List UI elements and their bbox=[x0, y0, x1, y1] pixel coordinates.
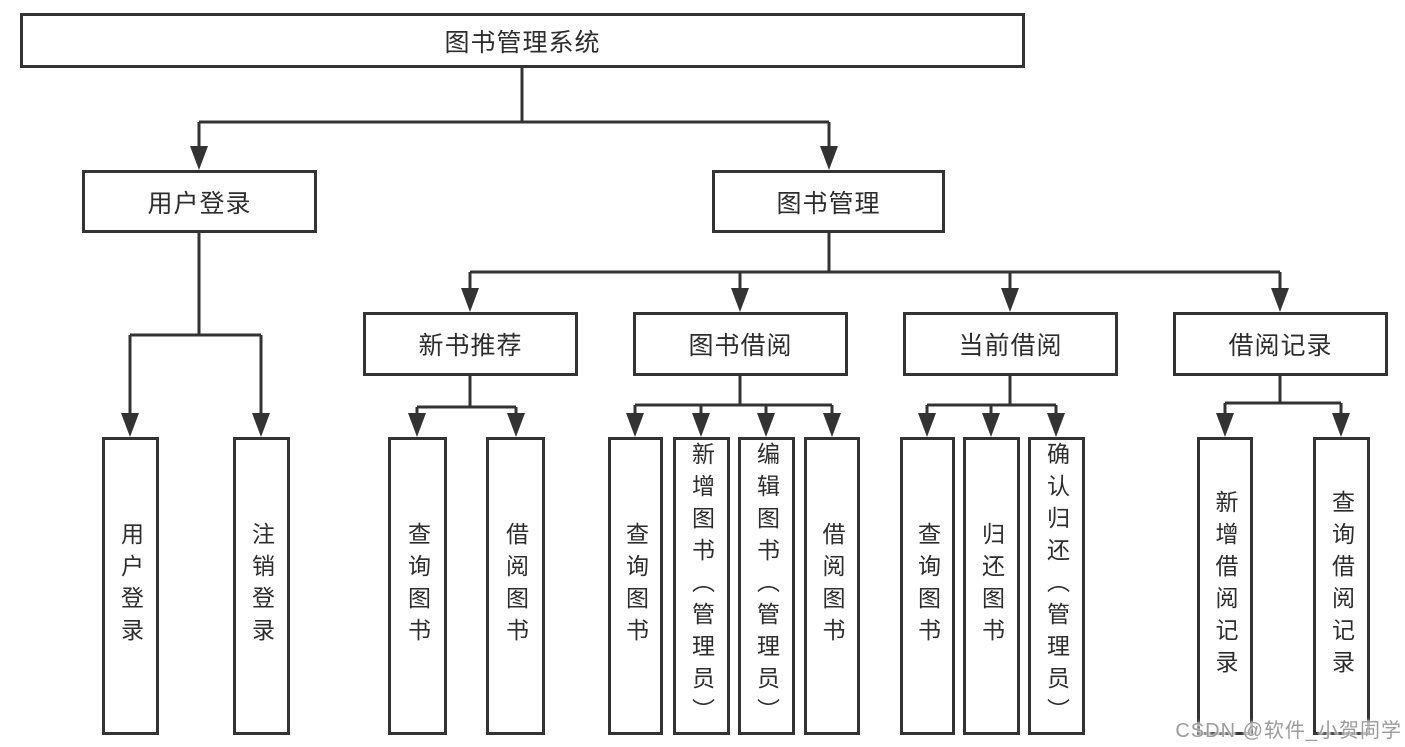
leaf-return-books: 归还图书 bbox=[963, 437, 1020, 735]
node-book-borrowing: 图书借阅 bbox=[633, 312, 848, 376]
node-new-book-recommendation: 新书推荐 bbox=[363, 312, 578, 376]
leaf-borrow-books-borrowing: 借阅图书 bbox=[804, 437, 860, 735]
arrowhead-icons bbox=[121, 146, 1350, 437]
leaf-edit-book-admin: 编辑图书（管理员） bbox=[738, 437, 795, 735]
leaf-query-books-current: 查询图书 bbox=[900, 437, 955, 735]
leaf-borrow-books-recommend: 借阅图书 bbox=[486, 437, 545, 735]
leaf-query-borrow-record: 查询借阅记录 bbox=[1313, 437, 1370, 735]
tree-edges bbox=[128, 68, 1343, 420]
leaf-add-book-admin: 新增图书（管理员） bbox=[673, 437, 730, 735]
node-current-borrowing: 当前借阅 bbox=[903, 312, 1118, 376]
leaf-user-login: 用户登录 bbox=[102, 437, 159, 735]
leaf-confirm-return-admin: 确认归还（管理员） bbox=[1028, 437, 1085, 735]
leaf-logout: 注销登录 bbox=[233, 437, 290, 735]
leaf-add-borrow-record: 新增借阅记录 bbox=[1197, 437, 1253, 735]
node-root: 图书管理系统 bbox=[20, 13, 1025, 68]
node-borrowing-records: 借阅记录 bbox=[1173, 312, 1388, 376]
watermark-text: CSDN @软件_小贺同学 bbox=[1175, 720, 1402, 742]
node-user-login: 用户登录 bbox=[82, 170, 317, 233]
leaf-query-books-recommend: 查询图书 bbox=[388, 437, 447, 735]
leaf-query-books-borrowing: 查询图书 bbox=[608, 437, 663, 735]
node-book-management: 图书管理 bbox=[712, 170, 945, 233]
